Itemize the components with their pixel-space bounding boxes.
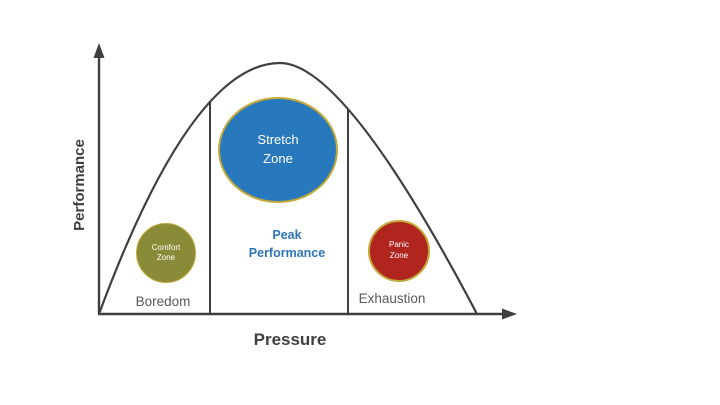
peak-performance-label: Peak Performance xyxy=(248,228,326,260)
bell-curve xyxy=(97,61,478,315)
x-axis-label: Pressure xyxy=(253,330,327,349)
stretch-zone-circle: Stretch Zone xyxy=(218,97,338,203)
panic-zone-circle: Panic Zone xyxy=(368,220,430,282)
x-axis-arrow-icon xyxy=(502,308,517,320)
y-axis-label: Performance xyxy=(71,139,88,231)
boredom-label: Boredom xyxy=(135,294,191,309)
stretch-zone-label: Stretch Zone xyxy=(257,132,299,166)
exhaustion-label: Exhaustion xyxy=(358,291,426,306)
comfort-zone-circle: Comfort Zone xyxy=(136,223,196,283)
comfort-zone-label: Comfort Zone xyxy=(151,242,181,262)
y-axis-arrow-icon xyxy=(93,43,105,58)
panic-zone-label: Panic Zone xyxy=(388,240,409,260)
